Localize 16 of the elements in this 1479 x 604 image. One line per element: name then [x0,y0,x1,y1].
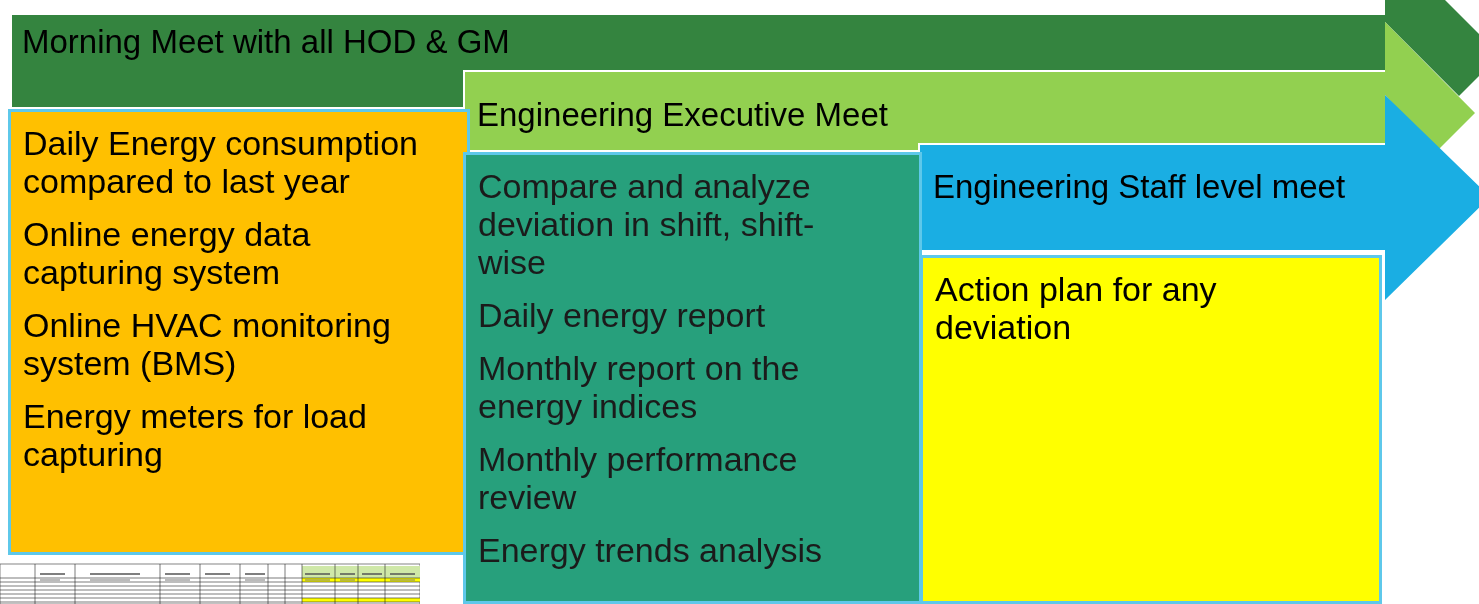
bullet-text: Monthly performance review [478,440,799,516]
content-panel [920,255,1382,604]
band-title: Morning Meet with all HOD & GM [22,23,510,61]
bullet-text: Daily Energy consumption compared to last year [23,124,419,200]
bullet-text: Monthly report on the energy indices [478,349,801,425]
bullet-text: Daily energy report [478,296,767,334]
bullet-text: Energy meters for load capturing [23,397,368,473]
bullet-text: Compare and analyze deviation in shift, shift-wise [478,167,816,281]
content-panel [463,152,922,604]
band-title: Engineering Executive Meet [477,96,888,134]
bullet-text: Energy trends analysis [478,531,823,569]
band-title: Engineering Staff level meet [933,168,1346,206]
bullet-text: Action plan for any deviation [935,270,1218,346]
bullet-text: Online energy data capturing system [23,215,312,291]
bullet-text: Online HVAC monitoring system (BMS) [23,306,392,382]
content-panel [8,109,470,555]
